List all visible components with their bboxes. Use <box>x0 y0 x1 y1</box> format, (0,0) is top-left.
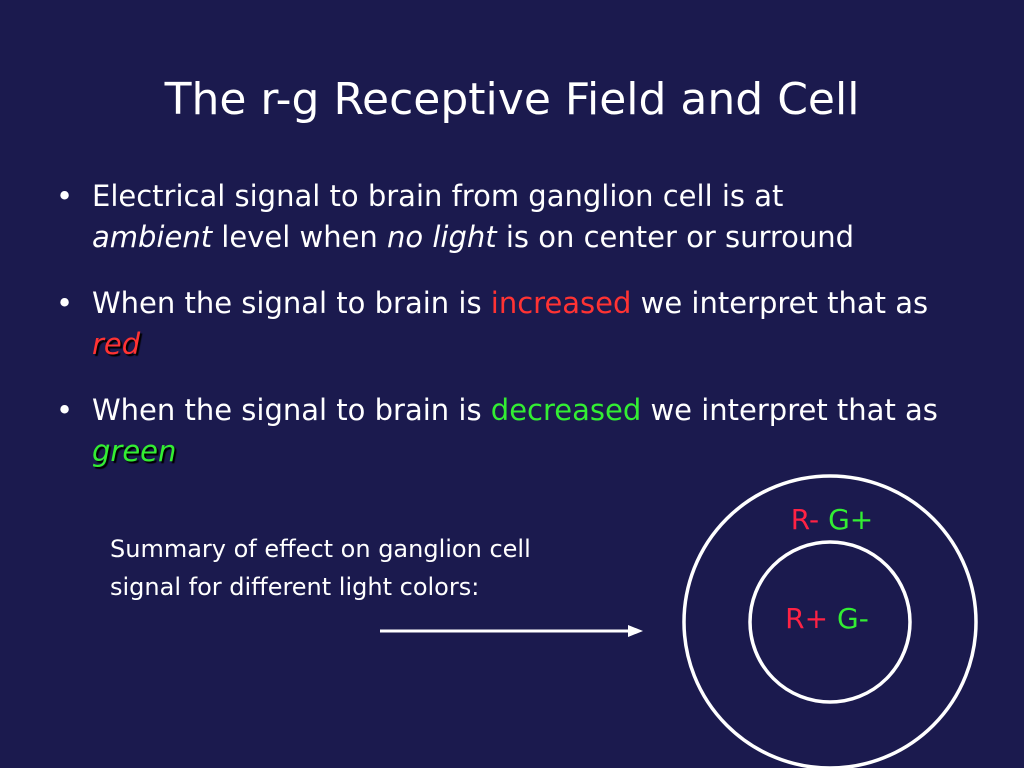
keyword-decreased: decreased <box>490 393 642 427</box>
surround-r-label: R- <box>790 503 820 536</box>
center-label: R+ G- <box>747 602 907 636</box>
bullet-text: When the signal to brain is <box>92 286 491 320</box>
bullet-marker: • <box>56 179 74 213</box>
bullet-item-decreased: • When the signal to brain is decreased … <box>56 390 976 472</box>
center-g-label: G- <box>837 602 869 635</box>
center-r-label: R+ <box>785 602 829 635</box>
bullet-marker: • <box>56 286 74 320</box>
bullet-marker: • <box>56 393 74 427</box>
keyword-increased: increased <box>490 286 632 320</box>
bullet-item-increased: • When the signal to brain is increased … <box>56 283 976 365</box>
bullet-text: Electrical signal to brain from ganglion… <box>92 179 784 213</box>
arrow-head-icon <box>628 625 643 637</box>
bullet-text: we interpret that as <box>631 286 929 320</box>
bullet-text: we interpret that as <box>641 393 938 427</box>
surround-circle <box>682 474 978 768</box>
keyword-red: red <box>92 327 141 361</box>
bullet-list: • Electrical signal to brain from gangli… <box>56 176 976 497</box>
summary-text: Summary of effect on ganglion cell signa… <box>110 530 630 606</box>
center-circle <box>748 540 912 704</box>
bullet-text: is on center or surround <box>496 220 855 254</box>
emphasis-no-light: no light <box>387 220 497 254</box>
emphasis-ambient: ambient <box>92 220 213 254</box>
bullet-text: level when <box>212 220 388 254</box>
surround-label: R- G+ <box>752 503 912 537</box>
bullet-text: When the signal to brain is <box>92 393 491 427</box>
summary-line-2: signal for different light colors: <box>110 573 480 601</box>
slide-title: The r-g Receptive Field and Cell <box>164 74 860 125</box>
keyword-green: green <box>92 434 177 468</box>
bullet-item-ambient: • Electrical signal to brain from gangli… <box>56 176 976 258</box>
summary-line-1: Summary of effect on ganglion cell <box>110 535 531 563</box>
surround-g-label: G+ <box>828 503 874 536</box>
